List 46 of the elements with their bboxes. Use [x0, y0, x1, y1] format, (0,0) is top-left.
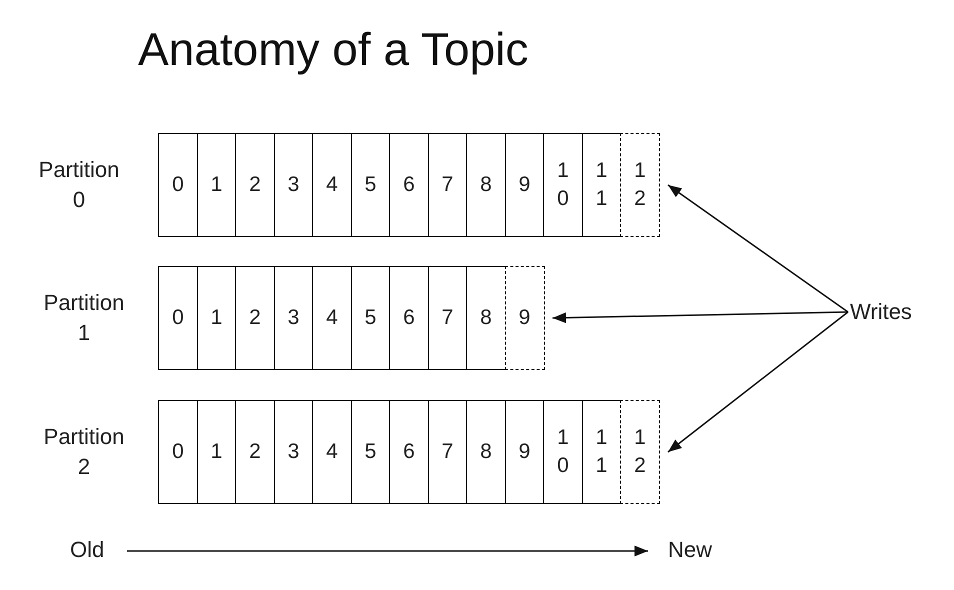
offset-cell: 3	[274, 266, 314, 370]
row-label: Partition 2	[42, 423, 126, 481]
offset-cell: 10	[543, 133, 583, 237]
offset-cell: 8	[466, 266, 506, 370]
title: Anatomy of a Topic	[138, 22, 528, 76]
offset-cell: 7	[428, 266, 468, 370]
arrow	[552, 311, 848, 324]
axis-label: Old	[70, 537, 104, 563]
offset-cell: 5	[350, 400, 390, 504]
offset-cell: 9	[504, 133, 544, 237]
offset-cell: 3	[274, 400, 314, 504]
offset-cell: 7	[428, 400, 468, 504]
offset-cell: 6	[389, 133, 429, 237]
offset-cell: 5	[350, 133, 390, 237]
source-label: Writes	[850, 299, 912, 325]
offset-cell: 10	[543, 400, 583, 504]
offset-cell: 1	[196, 266, 236, 370]
offset-cell: 4	[312, 133, 352, 237]
arrow	[668, 184, 848, 313]
offset-cell: 8	[466, 133, 506, 237]
offset-cell: 7	[428, 133, 468, 237]
offset-cell: 0	[158, 400, 198, 504]
offset-cell: 11	[582, 133, 622, 237]
offset-cell: 4	[312, 400, 352, 504]
axis-label: New	[668, 537, 712, 563]
offset-cell: 6	[389, 400, 429, 504]
offset-cell: 5	[350, 266, 390, 370]
arrow	[668, 311, 848, 453]
offset-cell: 2	[235, 133, 275, 237]
offset-cell: 3	[274, 133, 314, 237]
offset-cell: 4	[312, 266, 352, 370]
row-label: Partition 1	[42, 289, 126, 347]
row-label: Partition 0	[38, 156, 120, 214]
offset-cell: 2	[235, 400, 275, 504]
offset-cell: 12	[620, 133, 660, 237]
offset-cell: 12	[620, 400, 660, 504]
offset-cell: 11	[582, 400, 622, 504]
offset-cell: 9	[504, 266, 544, 370]
offset-cell: 0	[158, 133, 198, 237]
offset-cell: 2	[235, 266, 275, 370]
offset-cell: 8	[466, 400, 506, 504]
offset-cell: 6	[389, 266, 429, 370]
offset-cell: 9	[504, 400, 544, 504]
offset-cell: 1	[196, 400, 236, 504]
offset-cell: 1	[196, 133, 236, 237]
offset-cell: 0	[158, 266, 198, 370]
